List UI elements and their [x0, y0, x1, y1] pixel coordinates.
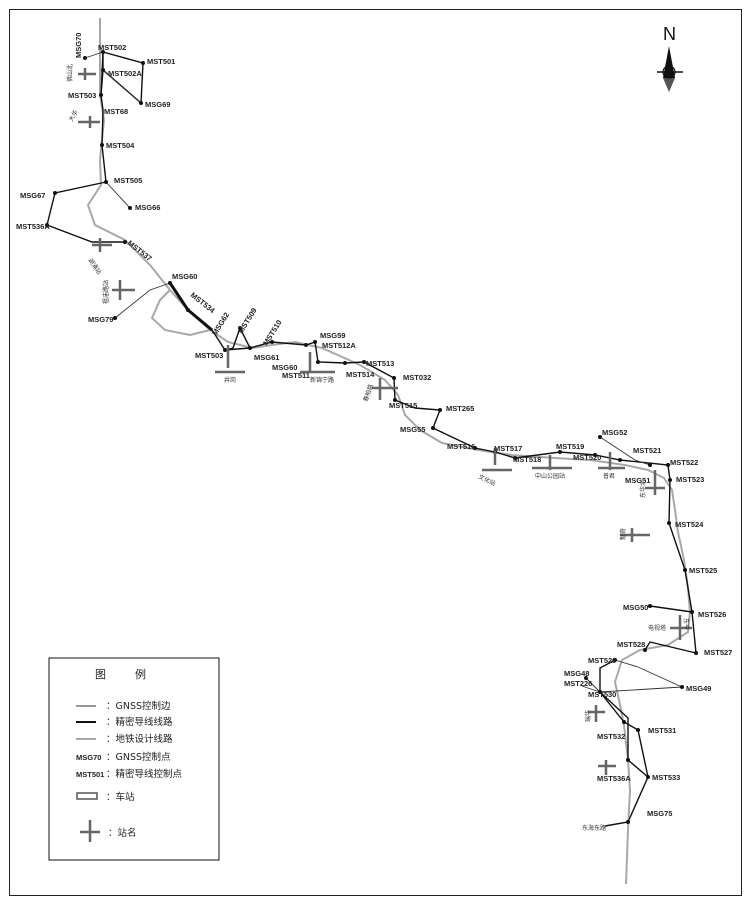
- station-symbols: [78, 68, 692, 775]
- station-names: 佛山北 大华 湖涌站 祖庙路站 井岗 新锦宁路 春柏路 文化站 中山公园站 普君…: [66, 64, 690, 832]
- svg-text:MSG59: MSG59: [320, 331, 345, 340]
- svg-text:东海东路: 东海东路: [582, 824, 606, 832]
- legend-title-left: 图: [95, 668, 106, 681]
- point-labels: MST502 MST501 MST502A MST503 MST68 MSG69…: [16, 33, 732, 818]
- svg-text:MST521: MST521: [633, 446, 661, 455]
- legend-item-0: ：GNSS控制边: [106, 700, 171, 712]
- svg-text:MST531: MST531: [648, 726, 676, 735]
- subway-design-line: [86, 18, 692, 885]
- legend-item-6: ：站名: [108, 827, 137, 839]
- svg-text:新锦宁路: 新锦宁路: [310, 376, 334, 384]
- svg-text:电视塔: 电视塔: [648, 624, 666, 632]
- legend-station-name-swatch: [80, 820, 100, 842]
- svg-text:MST534: MST534: [189, 290, 218, 315]
- svg-text:MSG60: MSG60: [272, 363, 297, 372]
- svg-text:MSG61: MSG61: [254, 353, 279, 362]
- svg-text:MST513: MST513: [366, 359, 394, 368]
- legend-code-4: MST501: [76, 770, 104, 779]
- svg-text:MST518: MST518: [513, 455, 541, 464]
- svg-text:MST533: MST533: [652, 773, 680, 782]
- svg-text:MST528: MST528: [617, 640, 645, 649]
- svg-text:MSG49: MSG49: [686, 684, 711, 693]
- svg-text:MSG66: MSG66: [135, 203, 160, 212]
- svg-text:MSG60: MSG60: [172, 272, 197, 281]
- svg-text:MST536A: MST536A: [16, 222, 50, 231]
- svg-text:井岗: 井岗: [224, 376, 236, 384]
- legend-item-1: ：精密导线线路: [106, 716, 173, 728]
- svg-text:MST530: MST530: [588, 690, 616, 699]
- svg-text:瑞华: 瑞华: [584, 710, 592, 722]
- svg-text:MST524: MST524: [675, 520, 704, 529]
- svg-text:佛山北: 佛山北: [66, 64, 74, 82]
- svg-text:MST502A: MST502A: [108, 69, 142, 78]
- svg-text:MST032: MST032: [403, 373, 431, 382]
- svg-text:MSG48: MSG48: [564, 669, 589, 678]
- svg-text:MST501: MST501: [147, 57, 175, 66]
- svg-text:MST514: MST514: [346, 370, 375, 379]
- svg-text:MSG62: MSG62: [210, 311, 231, 337]
- svg-text:MSG70: MSG70: [74, 33, 83, 58]
- svg-text:MSG67: MSG67: [20, 191, 45, 200]
- svg-text:MST520: MST520: [573, 453, 601, 462]
- legend-item-5: ：车站: [106, 791, 135, 803]
- svg-text:魁奇: 魁奇: [619, 528, 627, 540]
- legend-item-3: ：GNSS控制点: [106, 751, 171, 763]
- svg-text:MST527: MST527: [704, 648, 732, 657]
- svg-text:文化站: 文化站: [477, 473, 497, 488]
- legend-item-4: ：精密导线控制点: [106, 768, 183, 780]
- control-points: [45, 50, 698, 824]
- svg-text:MST68: MST68: [104, 107, 128, 116]
- svg-text:MST226: MST226: [564, 679, 592, 688]
- svg-text:MSG69: MSG69: [145, 100, 170, 109]
- svg-text:MST265: MST265: [446, 404, 474, 413]
- svg-text:MST509: MST509: [236, 306, 259, 335]
- svg-text:MST522: MST522: [670, 458, 698, 467]
- svg-text:MSG55: MSG55: [400, 425, 425, 434]
- svg-text:MST512A: MST512A: [322, 341, 356, 350]
- svg-text:春柏路: 春柏路: [361, 383, 375, 403]
- svg-text:MST532: MST532: [597, 732, 625, 741]
- legend: 图 例 ：GNSS控制边 ：精密导线线路 ：地铁设计线路 MSG70 ：GNSS…: [48, 657, 220, 861]
- svg-text:MST525: MST525: [689, 566, 717, 575]
- svg-text:普君: 普君: [603, 472, 615, 480]
- svg-text:MST517: MST517: [494, 444, 522, 453]
- svg-text:东平: 东平: [682, 618, 690, 630]
- svg-text:祖庙路站: 祖庙路站: [102, 280, 110, 304]
- svg-text:MST519: MST519: [556, 442, 584, 451]
- svg-text:MST526: MST526: [698, 610, 726, 619]
- svg-text:MSG52: MSG52: [602, 428, 627, 437]
- svg-text:MST502: MST502: [98, 43, 126, 52]
- svg-text:大华: 大华: [67, 109, 80, 123]
- legend-title-right: 例: [135, 667, 146, 681]
- svg-text:湖涌站: 湖涌站: [86, 257, 103, 276]
- legend-code-3: MSG70: [76, 753, 101, 762]
- svg-text:MST503: MST503: [68, 91, 96, 100]
- svg-text:中山公园站: 中山公园站: [535, 472, 565, 480]
- svg-text:MST504: MST504: [106, 141, 135, 150]
- svg-text:MST537: MST537: [126, 238, 154, 263]
- svg-text:MST523: MST523: [676, 475, 704, 484]
- svg-text:MST536A: MST536A: [597, 774, 631, 783]
- legend-station-swatch: [76, 792, 98, 800]
- svg-text:MSG50: MSG50: [623, 603, 648, 612]
- svg-text:MST529: MST529: [588, 656, 616, 665]
- north-arrow-icon: N: [657, 24, 683, 92]
- svg-text:MST516: MST516: [447, 442, 475, 451]
- legend-item-2: ：地铁设计线路: [106, 733, 173, 745]
- svg-text:MSG51: MSG51: [625, 476, 650, 485]
- svg-text:MST511: MST511: [282, 371, 310, 380]
- svg-text:东华北: 东华北: [639, 480, 647, 498]
- svg-text:MST515: MST515: [389, 401, 417, 410]
- subway-branch: [150, 289, 211, 337]
- svg-text:MST505: MST505: [114, 176, 142, 185]
- svg-text:MST503: MST503: [195, 351, 223, 360]
- svg-text:MSG75: MSG75: [647, 809, 672, 818]
- svg-text:MSG79: MSG79: [88, 315, 113, 324]
- north-label: N: [663, 24, 676, 44]
